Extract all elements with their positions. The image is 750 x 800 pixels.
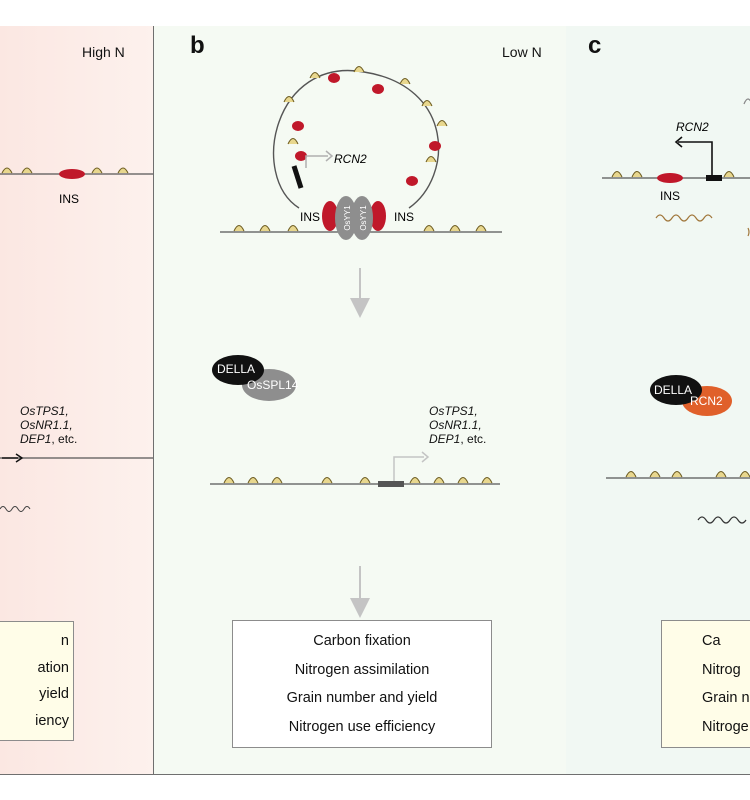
transcription-arrow-a	[2, 453, 24, 463]
osyy1-protein-right	[351, 196, 373, 240]
outcome-b-1: Carbon fixation	[313, 633, 411, 650]
panel-b: b Low N	[153, 26, 567, 774]
outcome-a-4: iency	[35, 713, 69, 730]
outcome-b-4: Nitrogen use efficiency	[288, 718, 436, 735]
gene-a-3: DEP1	[20, 432, 52, 446]
transcription-arrow-b	[393, 456, 424, 481]
target-gene-segment	[378, 481, 404, 487]
ins-label-c: INS	[660, 189, 681, 203]
outcome-c-4: Nitroge	[702, 718, 749, 735]
rcn2-arrow-c	[678, 141, 713, 176]
condition-label-a: High N	[82, 44, 125, 60]
ins-element-c	[657, 173, 683, 183]
panel-b-graphics: OsYY1 OsYY1	[210, 66, 502, 618]
della-label-c: DELLA	[654, 383, 693, 397]
gene-b-1: OsTPS1,	[429, 404, 478, 418]
panel-c: c RCN2 INS DELLA RCN2	[566, 26, 750, 774]
outcome-box-c: Ca Nitrog Grain n Nitroge	[661, 620, 750, 748]
nucleosome-row-c2	[625, 471, 750, 478]
panel-letter-c: c	[588, 32, 602, 59]
outcome-b-3: Grain number and yield	[286, 690, 438, 707]
bottom-rule	[0, 774, 750, 775]
outcome-a-2: ation	[37, 659, 69, 676]
rcn2-gene-segment-c	[706, 175, 722, 181]
ins-element-a	[59, 169, 85, 179]
rcn2-gene-segment	[291, 165, 304, 189]
panel-c-graphics	[602, 98, 750, 524]
nucleosome-row-b1	[233, 225, 487, 232]
panel-a-graphics	[0, 167, 153, 512]
rcn2-label-b: RCN2	[334, 152, 367, 166]
outcome-box-b: Carbon fixation Nitrogen assimilation Gr…	[232, 620, 492, 748]
outcome-c-1: Ca	[702, 633, 721, 650]
ins-label-b-left: INS	[300, 210, 321, 224]
gene-b-3: DEP1	[429, 432, 461, 446]
outcome-a-1: n	[60, 632, 69, 649]
outcome-b-2: Nitrogen assimilation	[294, 661, 430, 678]
nucleosome-row-b2	[223, 477, 493, 484]
loop-nucleosomes	[283, 66, 448, 186]
rcn2-arrow-b	[305, 155, 328, 168]
osyy1-protein-left	[335, 196, 357, 240]
panel-letter-b: b	[190, 32, 205, 59]
gene-list-a: OsTPS1, OsNR1.1, DEP1, etc.	[20, 404, 77, 446]
rcn2-label-c: RCN2	[676, 120, 709, 134]
panel-a: High N INS OsTPS1, OsNR1.1, DEP1, etc. n…	[0, 26, 153, 774]
della-protein-c	[650, 375, 702, 405]
condition-label-b: Low N	[502, 44, 542, 60]
mrna-wave-a	[0, 506, 31, 512]
outcome-c-3: Grain n	[702, 690, 750, 707]
gene-a-1: OsTPS1,	[20, 404, 69, 418]
ins-element-b-right	[370, 201, 386, 231]
della-protein-b	[212, 355, 264, 385]
nucleosome-row-a1	[1, 167, 129, 174]
outcome-c-2: Nitrog	[702, 661, 741, 678]
ins-element-b-left	[322, 201, 338, 231]
rcn2-protein-label: RCN2	[690, 394, 723, 408]
outcome-box-a: n ation yield iency	[0, 621, 74, 741]
ins-label-a: INS	[59, 192, 80, 206]
gene-a-2: OsNR1.1,	[20, 418, 73, 432]
osspl14-label: OsSPL14	[247, 378, 299, 392]
osyy1-label-right: OsYY1	[359, 205, 368, 231]
gene-b-2: OsNR1.1,	[429, 418, 482, 432]
rcn2-mrna-wave	[655, 214, 713, 222]
mrna-wave-c	[697, 516, 747, 524]
osyy1-label-left: OsYY1	[343, 205, 352, 231]
gene-a-suffix: , etc.	[51, 432, 78, 446]
gene-list-b: OsTPS1, OsNR1.1, DEP1, etc.	[429, 404, 486, 446]
nucleosome-row-c1	[611, 171, 735, 178]
ins-label-b-right: INS	[394, 210, 415, 224]
outcome-a-3: yield	[39, 686, 69, 703]
della-label-b: DELLA	[217, 362, 256, 376]
gene-b-suffix: , etc.	[460, 432, 487, 446]
